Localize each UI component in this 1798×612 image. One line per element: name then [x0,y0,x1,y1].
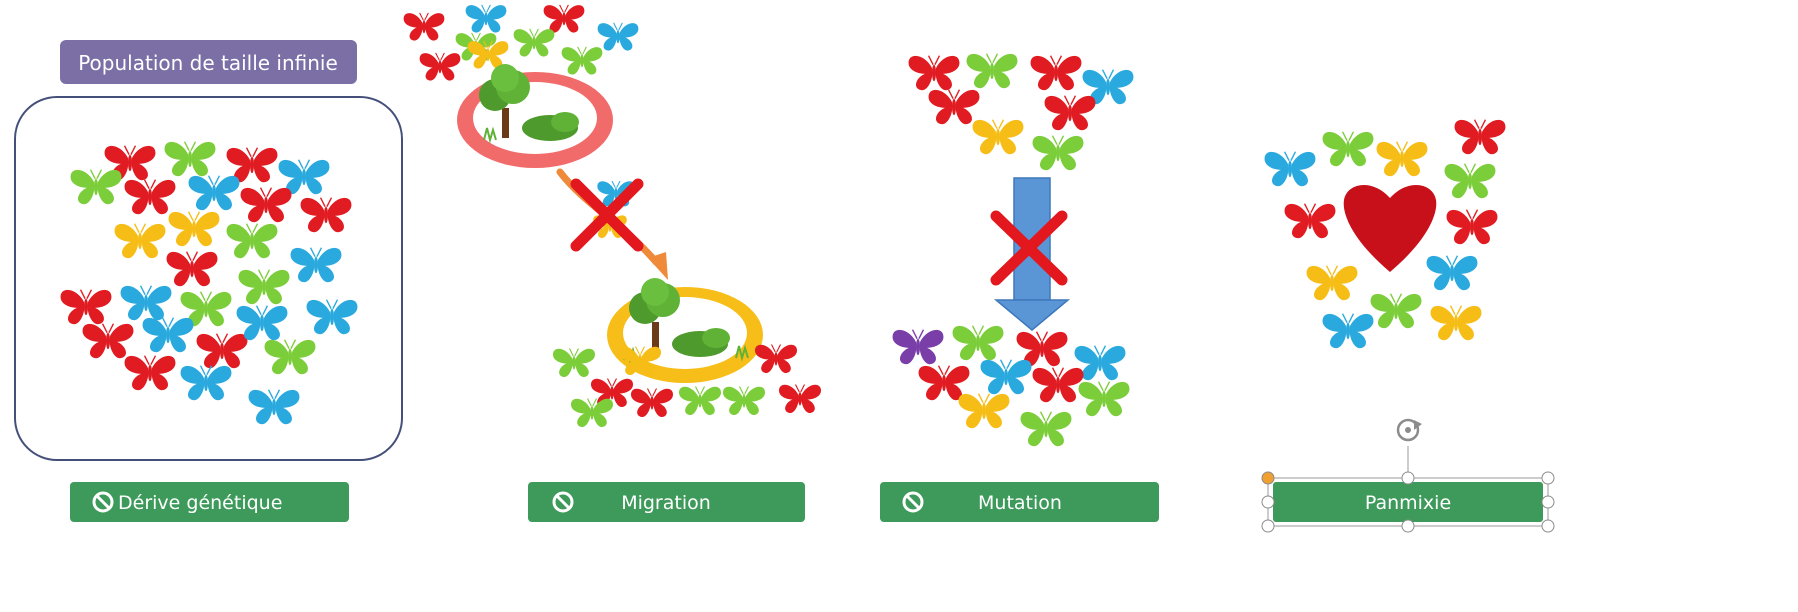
butterfly-cluster-source [404,5,639,81]
butterfly-icon [265,340,316,375]
butterfly-icon [121,286,172,321]
butterfly-icon [973,120,1024,155]
butterfly-icon [1265,152,1316,187]
panel-infinite-population: Population de taille infinie [15,40,402,460]
butterfly-icon [779,385,821,414]
title-badge-text: Population de taille infinie [78,51,338,75]
butterfly-icon [466,5,507,33]
label-mutation-text: Mutation [978,492,1062,514]
panel-migration [404,5,821,427]
butterfly-icon [291,248,342,283]
butterfly-icon [301,198,352,233]
butterfly-icon [723,387,765,416]
butterfly-icon [237,306,288,341]
butterfly-icon [1045,96,1096,131]
butterfly-icon [125,356,176,391]
butterfly-icon [598,23,639,51]
butterfly-icon [544,5,585,33]
butterfly-icon [249,390,300,425]
panel-mutation [893,54,1134,447]
butterfly-icon [1033,136,1084,171]
label-derive-text: Dérive génétique [118,492,282,514]
butterfly-icon [953,326,1004,361]
butterfly-icon [227,224,278,259]
butterfly-icon [169,212,220,247]
label-panmixie[interactable]: Panmixie [1262,420,1554,532]
butterfly-icon [115,224,166,259]
butterfly-icon [239,270,290,305]
butterfly-icon [1033,368,1084,403]
butterfly-icon [1285,204,1336,239]
butterfly-icon [125,180,176,215]
title-badge: Population de taille infinie [60,40,357,84]
rotate-handle-icon[interactable] [1398,420,1422,440]
butterfly-cluster-after [893,326,1130,447]
butterfly-icon [1307,266,1358,301]
butterfly-icon [71,170,122,205]
label-migration: Migration [528,482,805,522]
butterfly-icon [1427,256,1478,291]
butterfly-icon [1447,210,1498,245]
butterfly-icon [514,29,555,57]
butterfly-icon [967,54,1018,89]
butterfly-icon [420,53,461,81]
butterfly-cluster-infinite [61,142,358,425]
butterfly-icon [1445,164,1496,199]
butterfly-icon [1323,314,1374,349]
butterfly-icon [1021,412,1072,447]
butterfly-icon [755,345,797,374]
butterfly-icon [241,188,292,223]
butterfly-icon [404,13,445,41]
butterfly-icon [893,330,944,365]
label-mutation: Mutation [880,482,1159,522]
butterfly-icon [679,387,721,416]
butterfly-icon [909,56,960,91]
butterfly-icon [1079,382,1130,417]
butterfly-icon [959,394,1010,429]
butterfly-icon [1031,56,1082,91]
butterfly-icon [61,290,112,325]
butterfly-icon [307,300,358,335]
label-derive: Dérive génétique [70,482,349,522]
butterfly-icon [181,366,232,401]
butterfly-icon [571,399,613,428]
butterfly-icon [165,142,216,177]
heart-icon [1344,185,1437,272]
label-panmixie-text: Panmixie [1365,492,1451,514]
butterfly-cluster-before [909,54,1134,171]
habitat-source [457,64,613,168]
butterfly-icon [143,318,194,353]
butterfly-icon [929,90,980,125]
butterfly-icon [1371,294,1422,329]
butterfly-icon [197,334,248,369]
panel-panmixie [1265,120,1506,349]
butterfly-icon [189,176,240,211]
butterfly-icon [562,47,603,75]
butterfly-icon [553,349,595,378]
butterfly-icon [167,252,218,287]
butterfly-icon [1455,120,1506,155]
butterfly-icon [1323,132,1374,167]
label-migration-text: Migration [621,492,711,514]
butterfly-icon [981,360,1032,395]
butterfly-icon [1377,142,1428,177]
butterfly-icon [631,389,673,418]
butterfly-icon [1431,306,1482,341]
butterfly-icon [83,324,134,359]
